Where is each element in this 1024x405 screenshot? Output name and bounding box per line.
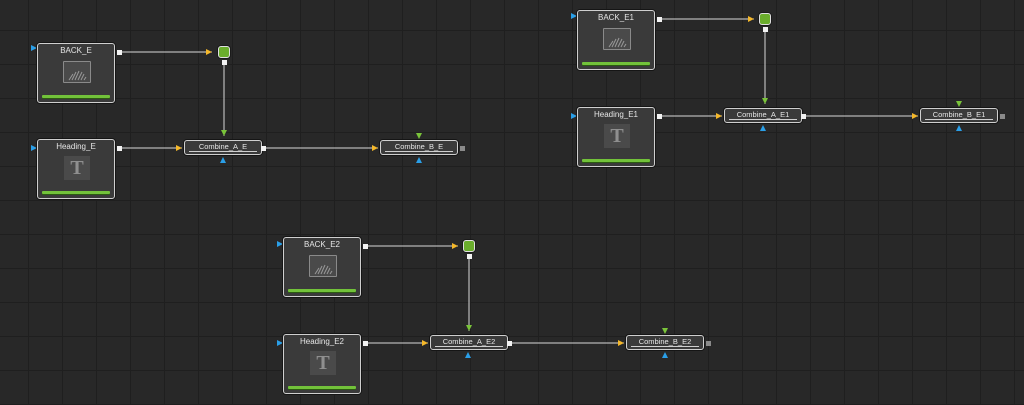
image-thumbnail-icon [603, 28, 631, 50]
image-thumbnail-icon [309, 255, 337, 277]
node-underline [189, 151, 257, 152]
foreground-input-icon[interactable] [956, 101, 962, 107]
background-node-back-e[interactable]: BACK_E [37, 43, 115, 103]
node-title: BACK_E1 [597, 13, 635, 22]
input-triangle-icon[interactable] [31, 45, 37, 51]
node-title: BACK_E [60, 46, 92, 55]
node-title: Heading_E2 [299, 337, 345, 346]
status-bar [582, 159, 650, 162]
output-port[interactable] [657, 17, 662, 22]
image-thumbnail-icon [63, 61, 91, 83]
output-port[interactable] [801, 114, 806, 119]
node-title: Heading_E [56, 142, 96, 151]
node-label: Combine_A_E2 [442, 337, 496, 346]
combine-node-combine-b-e[interactable]: Combine_B_E [380, 140, 458, 155]
node-label: Combine_B_E1 [932, 110, 986, 119]
output-port[interactable] [117, 146, 122, 151]
node-title: BACK_E2 [303, 240, 341, 249]
output-port[interactable] [261, 146, 266, 151]
foreground-input-icon[interactable] [416, 133, 422, 139]
output-port[interactable] [363, 341, 368, 346]
status-bar [288, 386, 356, 389]
text-glyph-icon: T [310, 351, 336, 375]
node-underline [631, 346, 699, 347]
combine-node-combine-a-e[interactable]: Combine_A_E [184, 140, 262, 155]
mask-input-icon[interactable] [220, 157, 226, 163]
output-port[interactable] [706, 341, 711, 346]
merge-node-icon[interactable] [759, 13, 771, 25]
output-port[interactable] [657, 114, 662, 119]
input-triangle-icon[interactable] [31, 145, 37, 151]
node-underline [925, 119, 993, 120]
node-label: Combine_B_E2 [638, 337, 692, 346]
node-label: Combine_B_E [394, 142, 444, 151]
text-glyph-icon: T [64, 156, 90, 180]
background-node-back-e2[interactable]: BACK_E2 [283, 237, 361, 297]
text-node-heading-e1[interactable]: Heading_E1 T [577, 107, 655, 167]
node-label: Combine_A_E1 [736, 110, 790, 119]
mask-input-icon[interactable] [760, 125, 766, 131]
merge-node-icon[interactable] [218, 46, 230, 58]
output-port[interactable] [467, 254, 472, 259]
output-port[interactable] [222, 60, 227, 65]
output-port[interactable] [117, 50, 122, 55]
mask-input-icon[interactable] [662, 352, 668, 358]
combine-node-combine-b-e1[interactable]: Combine_B_E1 [920, 108, 998, 123]
node-underline [385, 151, 453, 152]
input-triangle-icon[interactable] [277, 241, 283, 247]
output-port[interactable] [1000, 114, 1005, 119]
text-node-heading-e[interactable]: Heading_E T [37, 139, 115, 199]
combine-node-combine-a-e1[interactable]: Combine_A_E1 [724, 108, 802, 123]
combine-node-combine-b-e2[interactable]: Combine_B_E2 [626, 335, 704, 350]
output-port[interactable] [363, 244, 368, 249]
input-triangle-icon[interactable] [571, 113, 577, 119]
status-bar [288, 289, 356, 292]
mask-input-icon[interactable] [465, 352, 471, 358]
output-port[interactable] [507, 341, 512, 346]
background-node-back-e1[interactable]: BACK_E1 [577, 10, 655, 70]
merge-node-icon[interactable] [463, 240, 475, 252]
input-triangle-icon[interactable] [277, 340, 283, 346]
output-port[interactable] [460, 146, 465, 151]
mask-input-icon[interactable] [956, 125, 962, 131]
output-port[interactable] [763, 27, 768, 32]
text-glyph-icon: T [604, 124, 630, 148]
node-title: Heading_E1 [593, 110, 639, 119]
status-bar [42, 95, 110, 98]
status-bar [582, 62, 650, 65]
node-label: Combine_A_E [198, 142, 248, 151]
input-triangle-icon[interactable] [571, 13, 577, 19]
mask-input-icon[interactable] [416, 157, 422, 163]
node-underline [729, 119, 797, 120]
foreground-input-icon[interactable] [662, 328, 668, 334]
status-bar [42, 191, 110, 194]
text-node-heading-e2[interactable]: Heading_E2 T [283, 334, 361, 394]
combine-node-combine-a-e2[interactable]: Combine_A_E2 [430, 335, 508, 350]
node-underline [435, 346, 503, 347]
